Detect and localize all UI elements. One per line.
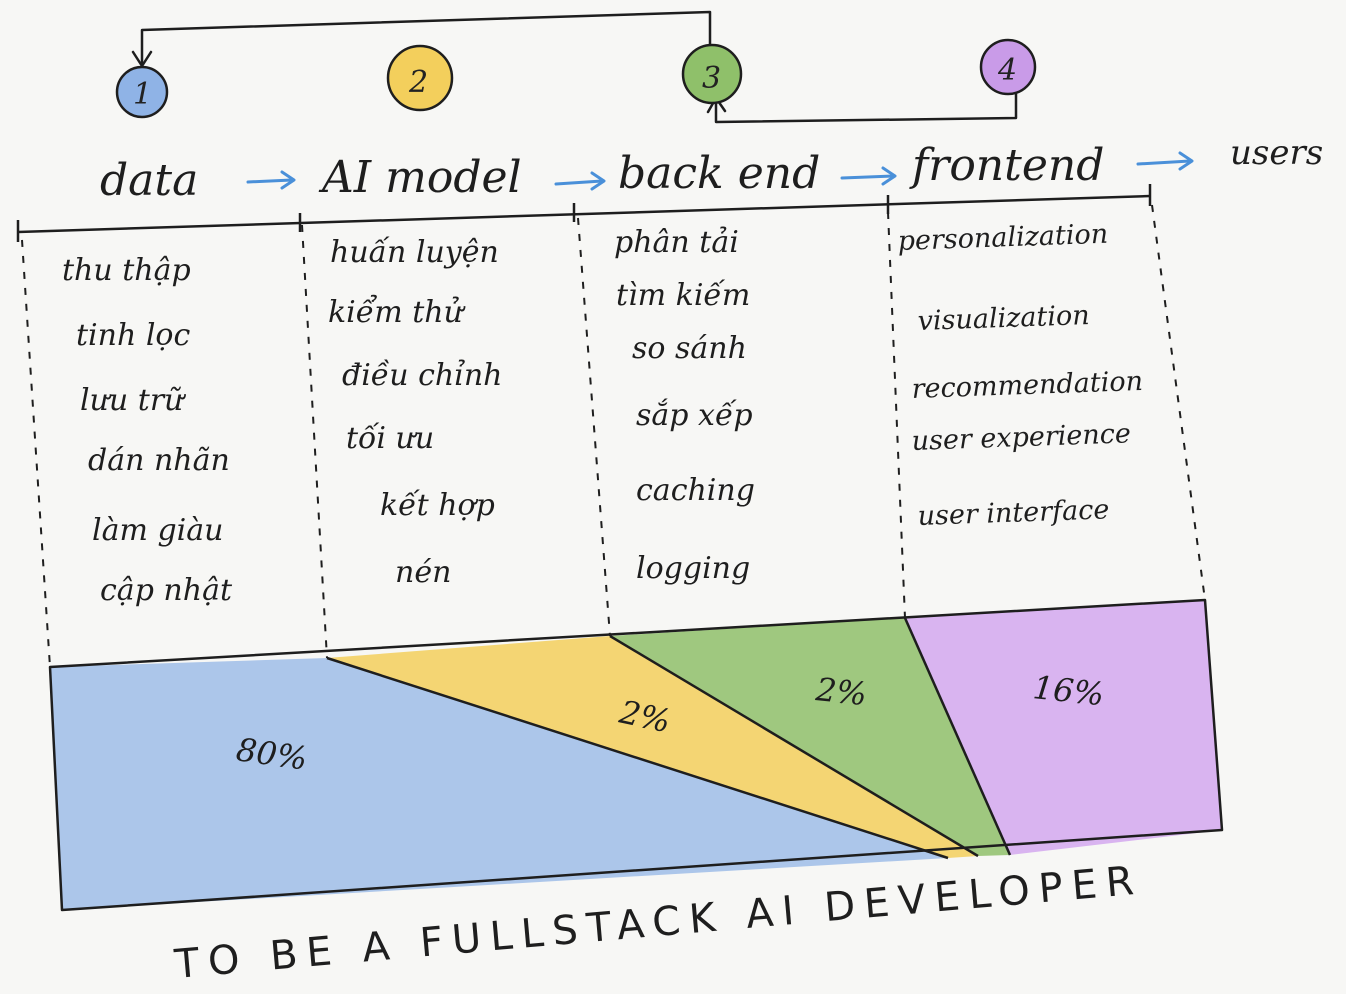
column-item: tinh lọc xyxy=(76,318,190,353)
column-item: dán nhãn xyxy=(88,443,230,478)
loop-4-to-3 xyxy=(714,90,1018,124)
column-item: phân tải xyxy=(614,225,739,260)
share-area-ai-model xyxy=(327,636,978,858)
band-divider-3 xyxy=(903,617,1012,856)
pipeline-arrow-4 xyxy=(1136,151,1194,171)
stage-label-backend: back end xyxy=(618,148,820,199)
column-item: tìm kiếm xyxy=(616,278,750,313)
pipeline-arrow-3 xyxy=(840,166,897,186)
share-label-backend: 2% xyxy=(813,670,868,713)
feedback-loops xyxy=(131,10,1018,124)
column-item: caching xyxy=(636,473,755,508)
step-3-circle xyxy=(681,43,743,105)
column-item: huấn luyện xyxy=(330,235,499,270)
column-item: tối ưu xyxy=(346,421,434,456)
column-item: cập nhật xyxy=(100,573,233,608)
column-backend: phân tải tìm kiếm so sánh sắp xếp cachin… xyxy=(614,225,755,586)
step-3: 3 xyxy=(681,43,743,105)
pipeline: data AI model back end frontend users xyxy=(100,133,1323,206)
pipeline-arrow-2 xyxy=(554,171,606,191)
stage-label-frontend: frontend xyxy=(909,140,1104,191)
column-item: user interface xyxy=(917,494,1110,532)
column-item: kiểm thử xyxy=(328,294,466,330)
step-1-circle xyxy=(115,65,169,119)
step-1: 1 xyxy=(115,65,169,119)
column-ai-model: huấn luyện kiểm thử điều chỉnh tối ưu kế… xyxy=(328,235,502,590)
band-divider-1 xyxy=(326,656,949,860)
column-item: visualization xyxy=(917,300,1090,337)
column-item: thu thập xyxy=(62,253,191,288)
column-item: lưu trữ xyxy=(80,383,186,418)
column-item: personalization xyxy=(897,219,1108,257)
column-item: user experience xyxy=(911,418,1131,457)
step-2-number: 2 xyxy=(408,65,428,100)
step-3-number: 3 xyxy=(702,61,721,96)
column-frontend: personalization visualization recommenda… xyxy=(897,219,1143,532)
share-label-frontend: 16% xyxy=(1031,668,1106,713)
column-item: điều chỉnh xyxy=(342,358,502,393)
step-2-circle xyxy=(386,44,454,112)
share-area-frontend xyxy=(905,600,1222,855)
column-item: kết hợp xyxy=(380,488,495,523)
column-item: recommendation xyxy=(911,366,1143,405)
column-item: logging xyxy=(636,551,750,586)
pipeline-end-label: users xyxy=(1230,133,1323,173)
column-item: làm giàu xyxy=(92,513,223,548)
loop-3-to-1 xyxy=(140,10,712,66)
step-1-number: 1 xyxy=(133,77,152,112)
share-area-backend xyxy=(610,618,1010,856)
step-4-circle xyxy=(979,38,1037,96)
share-area-data xyxy=(50,658,948,910)
band-divider-2 xyxy=(609,634,979,858)
step-4-number: 4 xyxy=(997,53,1017,88)
band-outline xyxy=(48,598,1224,912)
effort-band: 80% 2% 2% 16% xyxy=(48,598,1224,912)
stage-label-data: data xyxy=(100,155,198,206)
column-data: thu thập tinh lọc lưu trữ dán nhãn làm g… xyxy=(62,253,233,608)
column-item: so sánh xyxy=(632,331,747,366)
column-item: nén xyxy=(395,555,451,590)
timeline-bracket xyxy=(16,184,1152,242)
pipeline-arrow-1 xyxy=(246,170,296,190)
stage-label-ai-model: AI model xyxy=(318,152,522,203)
step-4: 4 xyxy=(979,38,1037,96)
column-item: sắp xếp xyxy=(636,398,753,433)
step-2: 2 xyxy=(386,44,454,112)
column-separators xyxy=(21,204,1206,668)
